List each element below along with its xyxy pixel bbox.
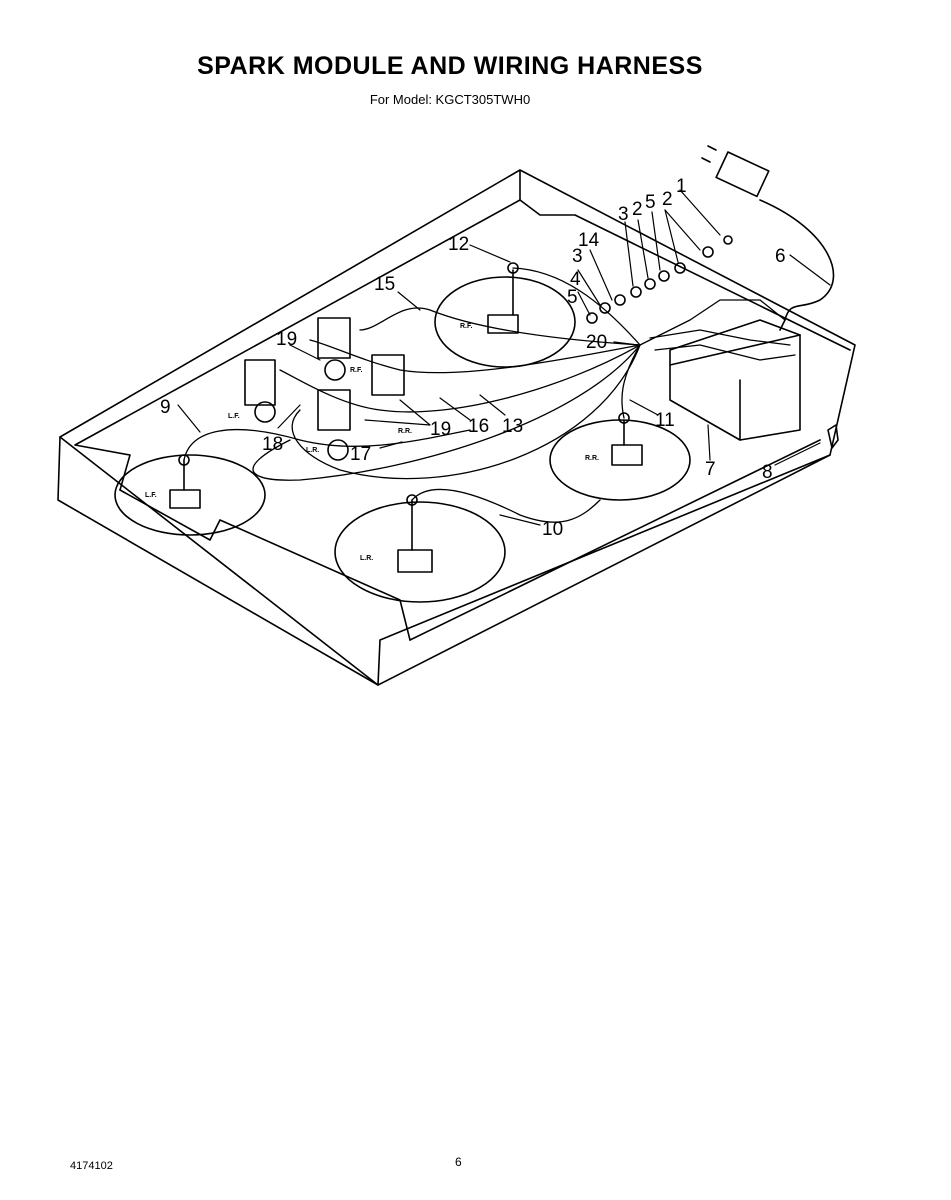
label-switch-lf: L.F. <box>228 413 240 420</box>
burner-well-rf <box>434 276 576 368</box>
callout-10: 10 <box>542 519 563 540</box>
callout-5b: 5 <box>567 287 578 308</box>
ignitor-lf <box>169 454 201 509</box>
callout-15: 15 <box>374 274 395 295</box>
wiring-harness <box>183 267 796 523</box>
callout-16: 16 <box>468 416 489 437</box>
model-subtitle: For Model: KGCT305TWH0 <box>369 92 531 107</box>
callout-14: 14 <box>578 230 600 251</box>
tray-front-left-side <box>57 436 379 686</box>
switch-bracket-lf <box>244 359 276 423</box>
callout-19b: 19 <box>430 419 451 440</box>
callout-5: 5 <box>645 192 656 213</box>
callout-8: 8 <box>762 462 773 483</box>
label-well-lr: L.R. <box>360 555 373 562</box>
tray-inner-back-edge <box>519 169 851 351</box>
label-switch-lr: L.R. <box>306 447 319 454</box>
switch-bracket-rr <box>371 354 405 396</box>
callout-3b: 3 <box>572 246 583 267</box>
page-number: 6 <box>455 1155 462 1169</box>
burner-labels: R.F. L.F. L.R. R.R. L.F. L.R. R.F. R.R. <box>145 323 599 562</box>
switch-bracket-lr <box>317 389 351 461</box>
tray-top-outline <box>59 169 856 686</box>
callout-6: 6 <box>775 246 786 267</box>
tray-front-right-side <box>377 454 831 686</box>
callout-4: 4 <box>570 269 581 290</box>
callout-numbers: 1 2 5 2 3 6 14 3 12 4 5 15 20 19 9 18 19… <box>160 176 786 540</box>
document-number: 4174102 <box>70 1160 113 1172</box>
screw-8 <box>827 424 839 449</box>
tray-inner-right-edge <box>409 439 821 641</box>
callout-3: 3 <box>618 204 629 225</box>
power-cord-6 <box>701 145 835 331</box>
ignitor-rf <box>487 262 519 334</box>
label-switch-rr: R.R. <box>398 428 412 435</box>
tray-inner-front-edge <box>119 489 411 641</box>
label-well-lf: L.F. <box>145 492 157 499</box>
callout-13: 13 <box>502 416 523 437</box>
burner-well-rr <box>549 419 691 501</box>
callout-18: 18 <box>262 434 283 455</box>
callout-7: 7 <box>705 459 716 480</box>
page-title: SPARK MODULE AND WIRING HARNESS <box>197 52 703 80</box>
callout-19: 19 <box>276 329 297 350</box>
ignitor-rr <box>611 412 643 466</box>
leader-lines <box>177 189 831 526</box>
label-well-rr: R.R. <box>585 455 599 462</box>
callout-12: 12 <box>448 234 469 255</box>
callout-20: 20 <box>586 332 607 353</box>
callout-9: 9 <box>160 397 171 418</box>
ignitor-lr <box>397 494 433 573</box>
callout-17: 17 <box>350 444 371 465</box>
switch-bracket-rf <box>317 317 351 381</box>
tray-inner-left-edge <box>74 199 521 491</box>
callout-11: 11 <box>655 410 675 431</box>
hardware-stack <box>586 235 733 324</box>
callout-2b: 2 <box>632 199 643 220</box>
spark-module-7 <box>669 319 801 441</box>
label-switch-rf: R.F. <box>350 367 363 374</box>
label-well-rf: R.F. <box>460 323 473 330</box>
callout-2: 2 <box>662 189 673 210</box>
burner-well-lf <box>114 454 266 536</box>
callout-1: 1 <box>676 176 687 197</box>
burner-well-lr <box>334 501 506 603</box>
